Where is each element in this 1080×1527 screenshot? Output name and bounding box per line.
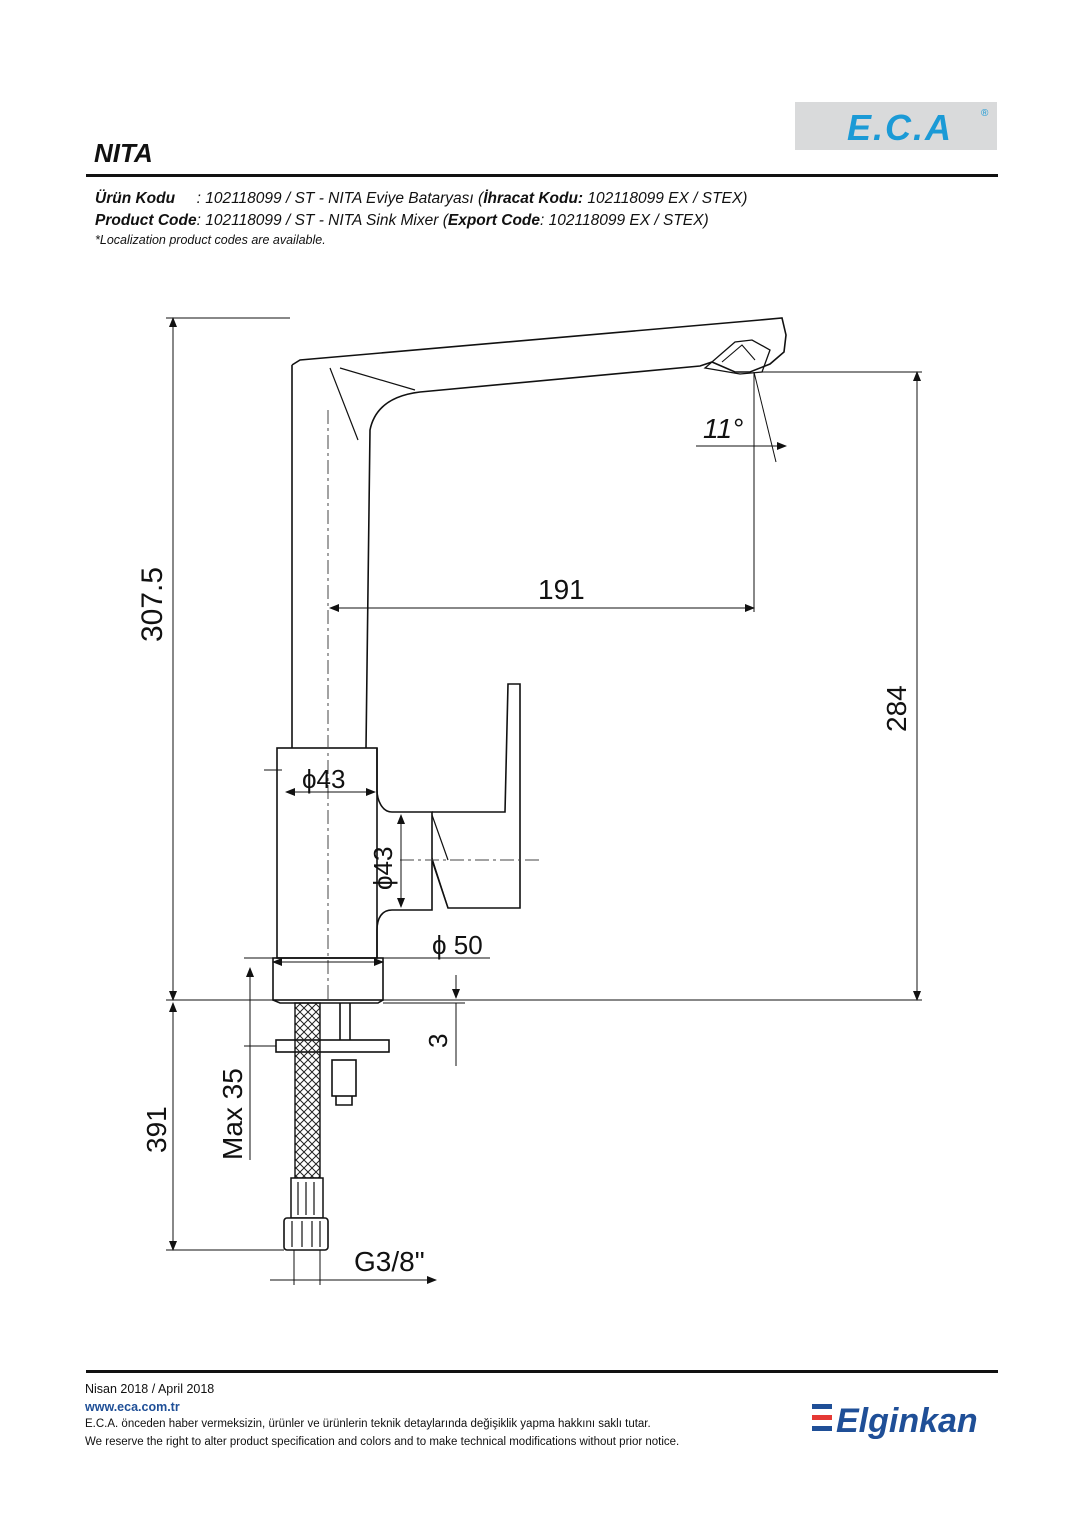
eca-logo: E.C.A ® [795, 102, 997, 150]
header-divider [86, 174, 998, 177]
page-title: NITA [94, 138, 153, 168]
eca-logo-graphic: E.C.A ® [847, 107, 989, 148]
product-code-en-text: : 102118099 / ST - NITA Sink Mixer ( [196, 212, 448, 229]
product-code-tr-label: Ürün Kodu [95, 190, 176, 207]
spout [291, 317, 787, 749]
product-code-en: Product Code: 102118099 / ST - NITA Sink… [95, 212, 709, 230]
export-code-tr-text: 102118099 EX / STEX) [583, 190, 748, 207]
localization-note: *Localization product codes are availabl… [95, 233, 326, 247]
registered-mark: ® [981, 108, 989, 119]
center-lines [327, 410, 540, 1000]
elginkan-logo-text: Elginkan [836, 1402, 978, 1440]
flex-hose [294, 1002, 321, 1179]
footer-divider [86, 1370, 998, 1373]
mounting-plate [275, 1039, 390, 1053]
dim-max-thickness: Max 35 [217, 1068, 248, 1160]
dim-spout-reach: 191 [538, 574, 585, 605]
dim-connection: G3/8" [354, 1246, 425, 1277]
product-code-en-label: Product Code [95, 212, 197, 229]
dim-base-thickness: 3 [423, 1034, 453, 1048]
dim-spout-height: 284 [881, 685, 912, 732]
elginkan-logo: Elginkan [810, 1398, 1000, 1442]
export-code-en-label: Export Code [447, 212, 541, 229]
footer-disclaimer-tr: E.C.A. önceden haber vermeksizin, ürünle… [85, 1418, 651, 1430]
connector [331, 1059, 357, 1097]
footer-disclaimer-en: We reserve the right to alter product sp… [85, 1436, 680, 1448]
export-code-en-text: : 102118099 EX / STEX) [540, 212, 709, 229]
technical-drawing: 307.5 191 284 11° ϕ43 ϕ43 ϕ 50 3 Max 35 … [136, 317, 922, 1285]
hose-nut [283, 1217, 329, 1251]
product-code-tr-text: : 102118099 / ST - NITA Eviye Bataryası … [175, 190, 484, 207]
product-code-tr: Ürün Kodu : 102118099 / ST - NITA Eviye … [95, 190, 747, 208]
handle-lever [431, 683, 521, 909]
hose-fitting [290, 1177, 324, 1219]
dim-handle-diameter: ϕ43 [368, 847, 398, 890]
dim-hose-length: 391 [141, 1106, 172, 1153]
footer-website-link[interactable]: www.eca.com.tr [85, 1400, 180, 1414]
elginkan-logo-graphic: Elginkan [812, 1402, 978, 1440]
dim-base-diameter: ϕ 50 [432, 930, 483, 960]
eca-logo-text: E.C.A [847, 107, 953, 148]
dim-total-height: 307.5 [136, 567, 169, 642]
export-code-tr-label: İhracat Kodu: [483, 190, 584, 207]
dim-spout-angle: 11° [703, 413, 743, 444]
footer-date: Nisan 2018 / April 2018 [85, 1382, 215, 1396]
dim-body-diameter: ϕ43 [302, 764, 345, 794]
dimension-lines [166, 317, 922, 1285]
